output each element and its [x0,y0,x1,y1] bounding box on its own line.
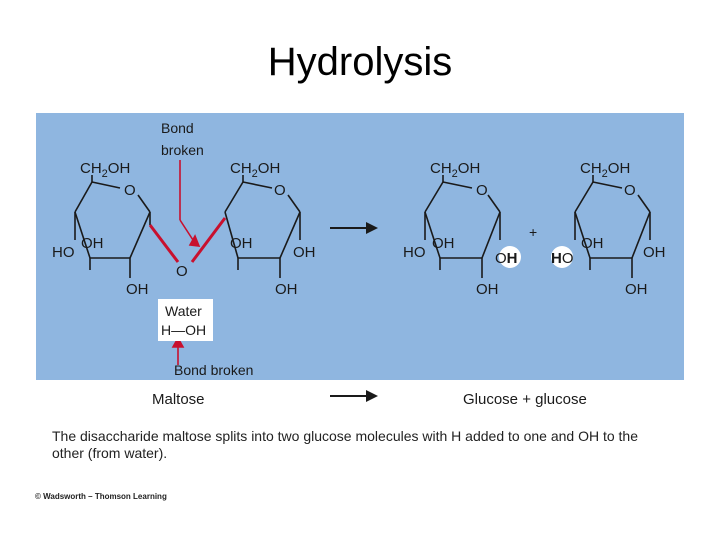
oh-label-3a: OH [432,235,455,252]
ring-o-label-1: O [124,182,136,199]
oh-label-2c: OH [275,281,298,298]
water-formula: H—OH [161,322,206,338]
plus-sign: + [529,224,537,240]
oh-label-2a: OH [230,235,253,252]
ho-highlight [551,246,573,268]
bond-broken-arrow-top [179,160,201,247]
maltose-ring-left [74,175,151,278]
bond-broken-top-line2: broken [161,142,204,158]
ch2oh-label-4: CH2OH [580,160,630,180]
ring-o-label-4: O [624,182,636,199]
maltose-label: Maltose [152,391,205,408]
bond-broken-bottom: Bond broken [174,362,253,378]
oh-label-4c: OH [625,281,648,298]
ho-label-1: HO [52,244,75,261]
ch2oh-label-3: CH2OH [430,160,480,180]
oh-label-3c: OH [476,281,499,298]
oh-label-1a: OH [81,235,104,252]
ho-label-3: HO [403,244,426,261]
oh-label-1b: OH [126,281,149,298]
ring-o-label-3: O [476,182,488,199]
water-label: Water [165,303,202,319]
bond-broken-top-line1: Bond [161,120,194,136]
reaction-arrow [330,222,378,234]
bond-broken-arrow-bottom [171,336,185,365]
oh-label-4a: OH [581,235,604,252]
ch2oh-label-1: CH2OH [80,160,130,180]
caption: The disaccharide maltose splits into two… [52,428,638,461]
glucose-ring-2 [574,175,651,278]
reaction-arrow-bottom [330,390,378,402]
h-highlight [499,246,521,268]
ring-o-label-2: O [274,182,286,199]
oh-label-3b: OH [495,250,518,267]
oh-label-4b: OH [643,244,666,261]
ch2oh-label-2: CH2OH [230,160,280,180]
page-title: Hydrolysis [267,40,453,84]
glycosidic-bond [148,217,227,263]
water-box [158,299,213,341]
glucose-ring-1 [424,175,501,278]
ho-label-4: HO [551,250,574,267]
maltose-ring-right [224,175,301,278]
copyright: © Wadsworth – Thomson Learning [35,492,167,501]
diagram-panel [36,113,684,380]
bridge-o-label: O [176,263,188,280]
oh-label-2b: OH [293,244,316,261]
products-label: Glucose + glucose [463,391,587,408]
